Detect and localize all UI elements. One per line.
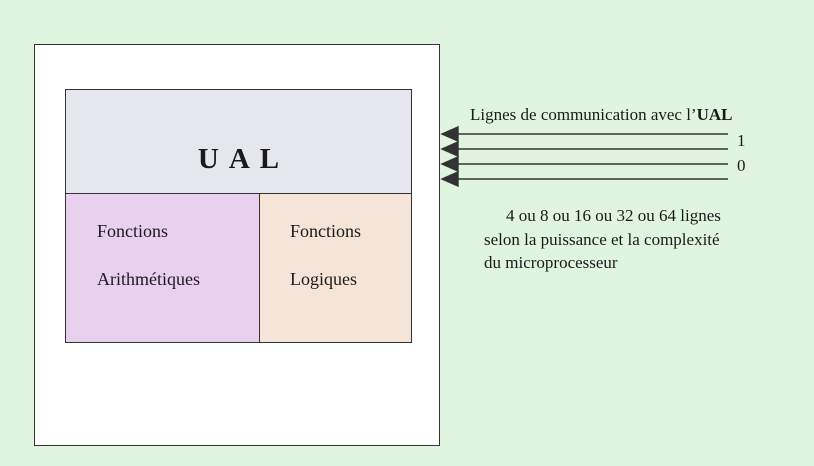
arithmetic-functions-panel: Fonctions Arithmétiques: [65, 193, 261, 343]
comm-arrow-1: [440, 125, 459, 143]
power-complexity-description: selon la puissance et la complexité: [484, 230, 720, 249]
communication-title-ual: UAL: [696, 105, 733, 124]
bit-zero-label: 0: [737, 156, 746, 175]
communication-lines: [440, 125, 728, 188]
comm-arrow-3: [440, 155, 459, 173]
logic-label-line2: Logiques: [290, 269, 357, 289]
logic-functions-panel: Fonctions Logiques: [259, 193, 412, 343]
logic-label-line1: Fonctions: [290, 221, 362, 241]
bit-one-label: 1: [737, 131, 746, 150]
microprocessor-description: du microprocesseur: [484, 253, 618, 272]
communication-title: Lignes de communication avec l’UAL: [470, 106, 733, 123]
line-count-description: 4 ou 8 ou 16 ou 32 ou 64 lignes: [506, 206, 721, 225]
comm-arrow-2: [440, 140, 459, 158]
comm-arrow-4: [440, 170, 459, 188]
arithmetic-label-line2: Arithmétiques: [97, 269, 200, 289]
ual-title: UAL: [197, 143, 290, 175]
arithmetic-label-line1: Fonctions: [97, 221, 169, 241]
ual-block: UAL: [65, 89, 412, 194]
communication-title-prefix: Lignes de communication avec l’: [470, 105, 697, 124]
